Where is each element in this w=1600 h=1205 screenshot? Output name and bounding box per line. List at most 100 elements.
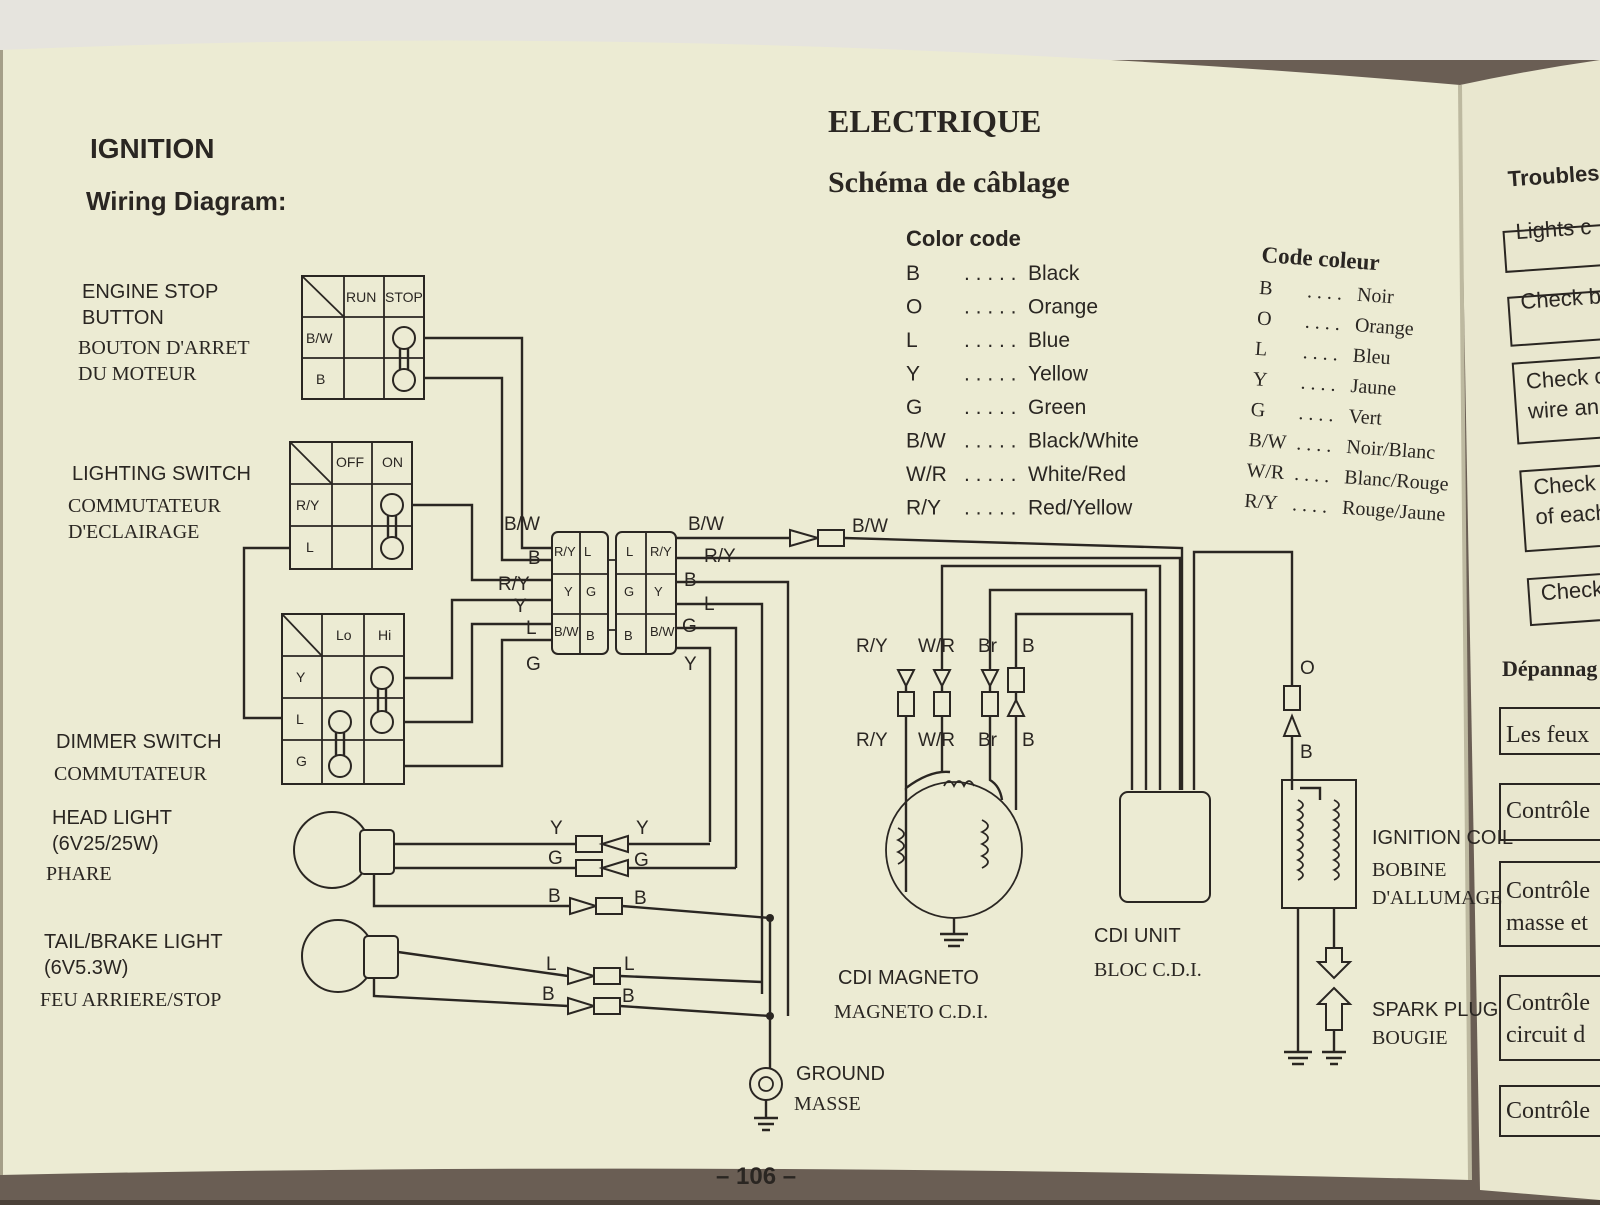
- wire-label-ry-2: R/Y: [704, 546, 736, 567]
- dimmer-row-y: Y: [296, 669, 306, 685]
- tail-light-label-1: TAIL/BRAKE LIGHT: [44, 931, 223, 953]
- engine-stop-label-3: BOUTON D'ARRET: [78, 337, 250, 359]
- connector-left-cell: B/W: [554, 624, 579, 639]
- color-code-key: R/Y: [906, 497, 941, 520]
- tab-label-en: wire an: [1526, 394, 1599, 424]
- cdi-magneto-label: CDI MAGNETO: [838, 967, 979, 989]
- code-couleur-dots: . . . .: [1296, 432, 1332, 456]
- head-light-label-1: HEAD LIGHT: [52, 807, 172, 829]
- lighting-switch-label-2: COMMUTATEUR: [68, 495, 222, 517]
- engine-stop-button: ENGINE STOP BUTTON BOUTON D'ARRET DU MOT…: [78, 275, 425, 400]
- bobine-label: BOBINE: [1372, 859, 1446, 881]
- ignition-coil: [1281, 685, 1357, 1066]
- code-couleur-dots: . . . .: [1294, 463, 1330, 487]
- color-code-value: Yellow: [1028, 363, 1089, 386]
- wire-label-b-6: B: [548, 886, 561, 907]
- code-couleur-key: Y: [1252, 368, 1268, 391]
- dimmer-row-l: L: [296, 711, 304, 727]
- tab-box-fr: [1499, 707, 1600, 755]
- code-couleur-dots: . . . .: [1304, 311, 1340, 335]
- wire-label-l-2: L: [704, 594, 715, 615]
- code-couleur-key: B/W: [1248, 429, 1287, 454]
- lighting-col-off: OFF: [336, 454, 364, 470]
- subtitle-fr: Schéma de câblage: [828, 166, 1070, 199]
- wire-label-wr-2: W/R: [918, 730, 955, 751]
- magneto-pin-arrow: [932, 669, 952, 689]
- wires-right: [676, 536, 1182, 1016]
- wire-label-o: O: [1300, 658, 1315, 679]
- connector-right-cell: B: [624, 628, 633, 643]
- lighting-switch-label-1: LIGHTING SWITCH: [72, 463, 251, 485]
- color-code-dots: . . . . .: [964, 463, 1017, 486]
- code-couleur-dots: . . . .: [1302, 341, 1338, 365]
- wire-label-b-2: B: [684, 570, 697, 591]
- tab-box-fr: [1499, 975, 1600, 1061]
- connector-left-cell: G: [586, 584, 596, 599]
- tab-box: [1502, 223, 1600, 273]
- connector-right-cell: L: [626, 544, 633, 559]
- color-code-key: L: [906, 329, 918, 352]
- tail-light: TAIL/BRAKE LIGHT (6V5.3W) FEU ARRIERE/ST…: [40, 919, 771, 1018]
- allumage-label: D'ALLUMAGE: [1372, 887, 1502, 909]
- wire-label-b-1: B: [528, 548, 541, 569]
- magneto-pin-socket: [981, 691, 999, 717]
- wire-label-b-8: B: [542, 984, 555, 1005]
- cdi-unit-label: CDI UNIT: [1094, 925, 1181, 947]
- connector-left-cell: L: [584, 544, 591, 559]
- code-couleur-dots: . . . .: [1300, 372, 1336, 396]
- code-couleur-value: Orange: [1354, 314, 1414, 340]
- wire-label-g-3: G: [548, 848, 563, 869]
- tab-label-en: Check li: [1540, 575, 1600, 605]
- wire-label-l-1: L: [526, 618, 537, 639]
- section-title-fr: ELECTRIQUE: [828, 103, 1041, 139]
- page-number: – 106 –: [716, 1163, 796, 1190]
- code-couleur-value: Bleu: [1352, 345, 1391, 370]
- tail-light-label-2: (6V5.3W): [44, 957, 128, 979]
- connector-left-cell: Y: [564, 584, 573, 599]
- connector-right-cell: B/W: [650, 624, 675, 639]
- engine-stop-col-run: RUN: [346, 289, 376, 305]
- code-couleur-key: O: [1256, 307, 1272, 330]
- cdi-unit-box: [1119, 791, 1211, 903]
- magneto-pin-socket: [933, 691, 951, 717]
- wire-label-br-2: Br: [978, 730, 998, 751]
- wire-label-b-5: B: [1300, 742, 1313, 763]
- wire-label-b-9: B: [622, 986, 635, 1007]
- magneto-cdi-label: MAGNETO C.D.I.: [834, 1001, 988, 1023]
- wire-label-y-4: Y: [636, 818, 649, 839]
- engine-stop-col-stop: STOP: [385, 289, 423, 305]
- dimmer-col-hi: Hi: [378, 627, 391, 643]
- tab-label-fr: Contrôle: [1506, 990, 1590, 1016]
- color-code-key: B: [906, 262, 920, 285]
- color-code-value: Green: [1028, 396, 1086, 419]
- tabs-section-fr: Dépannag: [1502, 656, 1597, 681]
- wire-label-b-4: B: [1022, 730, 1035, 751]
- tab-label-en: Check b: [1520, 283, 1600, 314]
- wire-label-bw-1: B/W: [504, 514, 540, 535]
- color-code-value: Blue: [1028, 329, 1070, 352]
- dimmer-switch: DIMMER SWITCH COMMUTATEUR Lo Hi Y L G: [54, 613, 405, 785]
- tab-label-fr: Les feux: [1506, 722, 1589, 748]
- wire-label-bw-3: B/W: [852, 516, 888, 537]
- tail-light-label-3: FEU ARRIERE/STOP: [40, 989, 221, 1011]
- bloc-cdi-label: BLOC C.D.I.: [1094, 959, 1202, 981]
- wire-label-bw-2: B/W: [688, 514, 724, 535]
- tab-label-en: Check c: [1525, 363, 1600, 393]
- tab-box: [1519, 462, 1600, 553]
- code-couleur-value: Jaune: [1350, 375, 1397, 400]
- magneto-pin-arrow: [980, 669, 1000, 689]
- connector-right-cell: Y: [654, 584, 663, 599]
- magneto-connectors: [885, 550, 1294, 948]
- tab-label-en: Check t: [1533, 469, 1600, 499]
- engine-stop-row-b: B: [316, 371, 325, 387]
- wire-label-ry-1: R/Y: [498, 574, 530, 595]
- head-light-label-3: PHARE: [46, 863, 112, 885]
- dimmer-col-lo: Lo: [336, 627, 352, 643]
- wire-label-ry-4: R/Y: [856, 730, 888, 751]
- tab-box: [1526, 570, 1600, 627]
- magneto-pin-socket: [897, 691, 915, 717]
- spark-plug-label: SPARK PLUG: [1372, 999, 1498, 1021]
- tab-label-fr: Contrôle: [1506, 878, 1590, 904]
- code-couleur-dots: . . . .: [1306, 280, 1342, 304]
